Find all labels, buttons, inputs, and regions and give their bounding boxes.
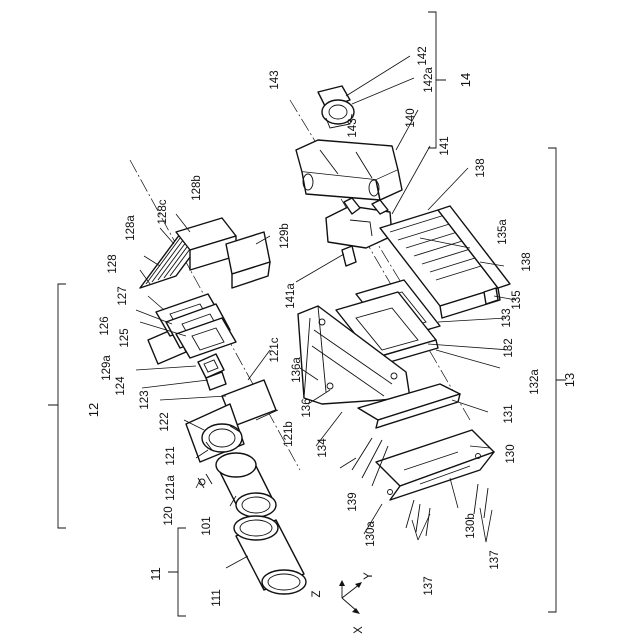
ref-label-141: 141 [439,136,451,155]
ref-label-128c: 128c [157,199,169,224]
ref-label-129a: 129a [101,355,113,381]
ref-label-126: 126 [99,316,111,335]
ref-label-13: 13 [562,373,577,387]
ref-label-14: 14 [458,73,473,87]
ref-label-121a: 121a [165,475,177,501]
ref-label-111: 111 [211,589,223,606]
ref-label-136a: 136a [291,357,303,383]
ref-label-131: 131 [503,404,515,423]
ref-label-138: 138 [521,252,533,271]
coordinate-axes [339,580,362,614]
ref-label-124: 124 [115,376,127,396]
ref-label-128a: 128a [125,215,137,241]
ref-label-143: 143 [269,70,281,89]
ref-label-142a: 142a [423,67,435,93]
ref-label-142: 142 [417,46,429,65]
ref-label-140: 140 [405,108,417,127]
bottom-cover-130 [376,430,494,500]
ref-label-130: 130 [505,444,517,463]
ref-label-141a: 141a [285,283,297,309]
ref-label-130a: 130a [365,521,377,547]
ref-label-121c: 121c [269,337,281,362]
ref-label-121: 121 [165,446,177,465]
ref-label-133: 133 [501,308,513,327]
ref-label-130b: 130b [465,513,477,539]
ref-label-127: 127 [117,286,129,305]
ref-label-139: 139 [347,492,359,511]
ref-label-138: 138 [475,158,487,177]
ref-label-101: 101 [201,516,213,535]
ref-label-120: 120 [163,506,175,525]
ref-label-128b: 128b [191,175,203,201]
lens-barrel-111 [234,516,306,594]
axis-label-z: Z [311,590,323,597]
ref-label-125: 125 [119,328,131,347]
ref-label-136: 136 [301,398,313,417]
ref-label-135: 135 [511,290,523,309]
ref-label-137: 137 [489,550,501,569]
ref-label-122: 122 [159,412,171,431]
ref-label-11: 11 [148,567,163,581]
ref-label-143: 143 [347,118,359,137]
ref-label-135a: 135a [497,219,509,245]
cover-140 [296,140,402,200]
ref-label-132a: 132a [529,369,541,395]
ref-label-137: 137 [423,576,435,595]
axis-label-x: X [353,626,365,634]
brace-group-12 [48,284,66,528]
ref-label-12: 12 [86,403,101,417]
ref-label-128: 128 [107,254,119,273]
brace-group-11 [168,528,186,616]
ref-label-134: 134 [317,438,329,458]
ref-label-132: 132 [503,338,515,357]
bracket-141 [326,198,392,266]
ref-label-123: 123 [139,390,151,409]
axis-label-y: Y [363,572,375,580]
lens-101 [216,453,276,517]
heatsink-128 [140,218,270,288]
ref-label-129b: 129b [279,223,291,249]
lens-holder-121 [186,380,276,462]
ref-label-121b: 121b [283,421,295,447]
screws-120 [198,474,212,488]
